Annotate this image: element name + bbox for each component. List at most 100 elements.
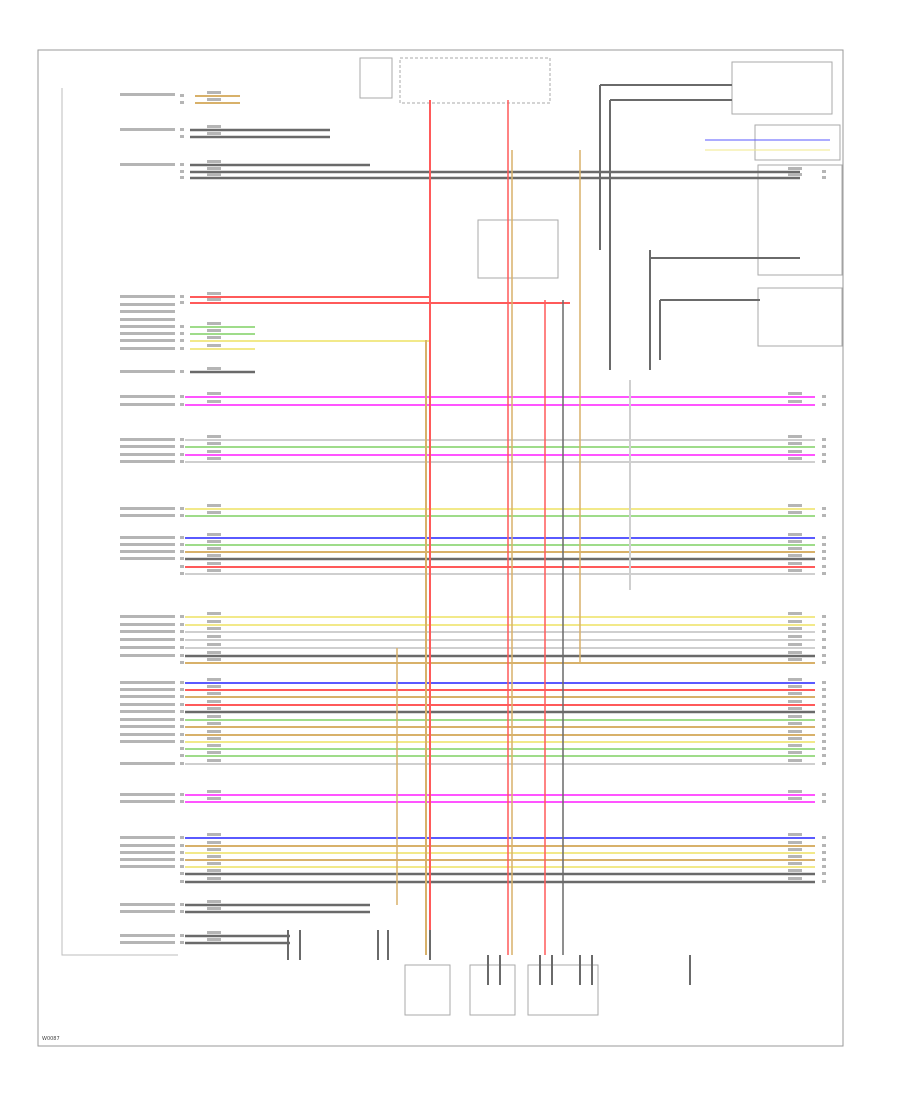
wire-color-code: [207, 98, 221, 101]
wire-color-code: [207, 336, 221, 339]
wire-color-code: [207, 132, 221, 135]
wire-color-code: [788, 547, 802, 550]
left-signal-label: [120, 303, 175, 306]
pin-number: [822, 623, 826, 626]
top-right-antenna-module: [731, 61, 833, 115]
pin-number: [180, 851, 184, 854]
wire-color-code: [207, 329, 221, 332]
left-signal-label: [120, 903, 175, 906]
pin-number: [180, 880, 184, 883]
left-signal-label: [120, 536, 175, 539]
wire-color-code: [207, 722, 221, 725]
pin-number: [822, 733, 826, 736]
pin-number: [180, 836, 184, 839]
wire-color-code: [207, 869, 221, 872]
wire-color-code: [788, 620, 802, 623]
top-connector-box: [399, 57, 551, 104]
pin-number: [180, 733, 184, 736]
pin-number: [822, 403, 826, 406]
wire-color-code: [207, 400, 221, 403]
wire-color-code: [207, 160, 221, 163]
pin-number: [822, 681, 826, 684]
pin-number: [180, 747, 184, 750]
wire-color-code: [788, 848, 802, 851]
pin-number: [822, 543, 826, 546]
left-signal-label: [120, 695, 175, 698]
pin-number: [180, 460, 184, 463]
wire-color-code: [207, 931, 221, 934]
left-signal-label: [120, 703, 175, 706]
wire-color-code: [207, 658, 221, 661]
pin-number: [180, 762, 184, 765]
left-signal-label: [120, 128, 175, 131]
wire-color-code: [207, 715, 221, 718]
left-signal-label: [120, 710, 175, 713]
wire-color-code: [788, 700, 802, 703]
wire-color-code: [207, 554, 221, 557]
wire-color-code: [788, 658, 802, 661]
wire-color-code: [788, 511, 802, 514]
pin-number: [180, 623, 184, 626]
left-signal-label: [120, 339, 175, 342]
wire-color-code: [788, 562, 802, 565]
pin-number: [822, 865, 826, 868]
left-signal-label: [120, 646, 175, 649]
wire-color-code: [207, 547, 221, 550]
pin-number: [822, 638, 826, 641]
left-signal-label: [120, 638, 175, 641]
vertical-wires: [287, 84, 830, 985]
wire-color-code: [207, 457, 221, 460]
pin-number: [180, 800, 184, 803]
pin-number: [180, 615, 184, 618]
pin-number: [180, 844, 184, 847]
pin-number: [822, 872, 826, 875]
wire-color-code: [788, 715, 802, 718]
left-signal-label: [120, 725, 175, 728]
wire-color-code: [207, 540, 221, 543]
wire-color-code: [207, 612, 221, 615]
wire-color-code: [207, 167, 221, 170]
pin-number: [180, 128, 184, 131]
wire-color-code: [207, 392, 221, 395]
pin-number: [180, 453, 184, 456]
wire-color-code: [788, 862, 802, 865]
right-antenna-module-2: [754, 124, 841, 161]
pin-number: [822, 536, 826, 539]
wire-color-code: [207, 692, 221, 695]
pin-number: [180, 695, 184, 698]
wire-color-code: [788, 869, 802, 872]
pin-number: [180, 176, 184, 179]
left-signal-label: [120, 733, 175, 736]
wire-color-code: [788, 442, 802, 445]
pin-number: [822, 572, 826, 575]
pin-number: [180, 941, 184, 944]
pin-number: [822, 661, 826, 664]
pin-number: [180, 661, 184, 664]
left-signal-label: [120, 865, 175, 868]
wire-color-code: [788, 173, 802, 176]
wire-color-code: [788, 692, 802, 695]
pin-number: [822, 646, 826, 649]
pin-number: [822, 445, 826, 448]
wire-color-code: [788, 737, 802, 740]
wire-color-code: [788, 678, 802, 681]
pin-number: [180, 903, 184, 906]
pin-number: [822, 514, 826, 517]
wire-color-code: [788, 435, 802, 438]
wire-color-code: [207, 707, 221, 710]
pin-number: [180, 718, 184, 721]
wire-color-code: [207, 442, 221, 445]
wire-color-code: [788, 685, 802, 688]
pin-number: [180, 725, 184, 728]
left-signal-label: [120, 858, 175, 861]
pin-number: [180, 395, 184, 398]
pin-number: [180, 865, 184, 868]
left-signal-label: [120, 941, 175, 944]
wire-color-code: [207, 627, 221, 630]
pin-number: [180, 754, 184, 757]
pin-number: [180, 101, 184, 104]
wire-color-code: [788, 707, 802, 710]
left-signal-label: [120, 445, 175, 448]
wire-color-code: [207, 651, 221, 654]
wire-color-code: [788, 833, 802, 836]
